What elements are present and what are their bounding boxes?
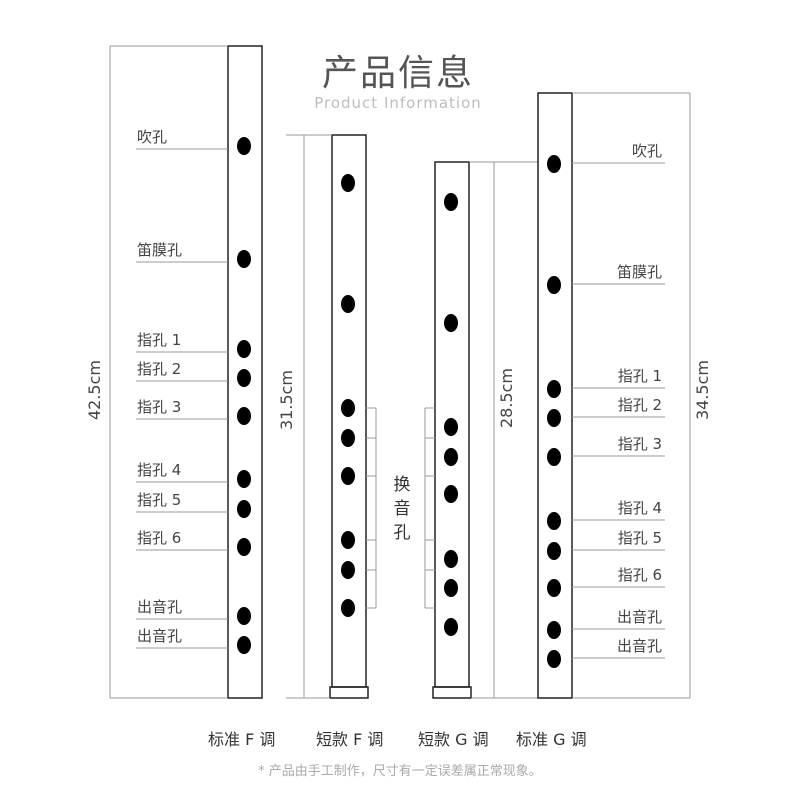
hole-label-standard-f: 指孔 3: [137, 398, 181, 416]
page-subtitle: Product Information: [314, 94, 482, 112]
hole-standard-g: [547, 579, 561, 597]
hole-standard-g: [547, 155, 561, 173]
hole-standard-f: [237, 470, 251, 488]
hole-standard-f: [237, 407, 251, 425]
hole-standard-g: [547, 621, 561, 639]
flute-name-short-g: 短款 G 调: [418, 730, 489, 749]
switch-hole-label: 音: [394, 499, 411, 519]
hole-label-standard-f: 出音孔: [137, 598, 182, 616]
hole-standard-g: [547, 650, 561, 668]
hole-label-standard-g: 笛膜孔: [617, 263, 662, 281]
flute-name-short-f: 短款 F 调: [316, 730, 384, 749]
hole-standard-g: [547, 542, 561, 560]
switch-hole-label: 孔: [394, 523, 411, 543]
hole-standard-g: [547, 448, 561, 466]
flute-name-standard-g: 标准 G 调: [516, 730, 587, 749]
hole-label-standard-f: 出音孔: [137, 627, 182, 645]
hole-short-f: [341, 467, 355, 485]
hole-standard-g: [547, 380, 561, 398]
hole-label-standard-g: 指孔 3: [618, 435, 662, 453]
hole-standard-f: [237, 369, 251, 387]
hole-short-f: [341, 295, 355, 313]
hole-label-standard-f: 吹孔: [137, 128, 167, 146]
hole-label-standard-f: 指孔 1: [137, 331, 181, 349]
hole-standard-f: [237, 340, 251, 358]
hole-standard-f: [237, 636, 251, 654]
hole-label-standard-g: 出音孔: [617, 608, 662, 626]
hole-short-f: [341, 561, 355, 579]
hole-short-f: [341, 531, 355, 549]
footnote: * 产品由手工制作，尺寸有一定误差属正常现象。: [258, 764, 542, 779]
hole-label-standard-f: 指孔 5: [137, 491, 181, 509]
hole-label-standard-g: 出音孔: [617, 637, 662, 655]
hole-short-f: [341, 174, 355, 192]
length-label-short-g: 28.5cm: [497, 368, 516, 428]
hole-short-f: [341, 599, 355, 617]
hole-standard-f: [237, 137, 251, 155]
page-title: 产品信息: [321, 53, 474, 94]
hole-short-g: [444, 448, 458, 466]
hole-short-g: [444, 418, 458, 436]
flute-body-standard-f: [227, 45, 263, 699]
length-label-standard-g: 34.5cm: [693, 360, 712, 420]
hole-short-g: [444, 193, 458, 211]
flute-body-standard-g: [537, 92, 573, 699]
hole-label-standard-g: 指孔 1: [618, 367, 662, 385]
hole-label-standard-f: 笛膜孔: [137, 241, 182, 259]
hole-short-f: [341, 429, 355, 447]
hole-standard-g: [547, 276, 561, 294]
hole-short-g: [444, 314, 458, 332]
switch-hole-label: 换: [394, 475, 411, 495]
hole-standard-g: [547, 409, 561, 427]
hole-short-f: [341, 399, 355, 417]
hole-label-standard-f: 指孔 4: [137, 461, 181, 479]
hole-standard-f: [237, 607, 251, 625]
hole-label-standard-f: 指孔 2: [137, 360, 181, 378]
hole-standard-f: [237, 538, 251, 556]
hole-short-g: [444, 618, 458, 636]
flute-name-standard-f: 标准 F 调: [208, 730, 276, 749]
hole-short-g: [444, 579, 458, 597]
length-label-short-f: 31.5cm: [277, 370, 296, 430]
hole-standard-f: [237, 500, 251, 518]
hole-standard-g: [547, 512, 561, 530]
hole-label-standard-g: 指孔 2: [618, 396, 662, 414]
flute-cap-short-g: [432, 686, 472, 699]
hole-label-standard-g: 指孔 4: [618, 499, 662, 517]
hole-label-standard-g: 吹孔: [632, 142, 662, 160]
length-label-standard-f: 42.5cm: [85, 360, 104, 420]
flute-cap-short-f: [329, 686, 369, 699]
hole-label-standard-g: 指孔 6: [618, 566, 662, 584]
hole-short-g: [444, 550, 458, 568]
hole-label-standard-f: 指孔 6: [137, 529, 181, 547]
hole-short-g: [444, 485, 458, 503]
hole-label-standard-g: 指孔 5: [618, 529, 662, 547]
hole-standard-f: [237, 250, 251, 268]
